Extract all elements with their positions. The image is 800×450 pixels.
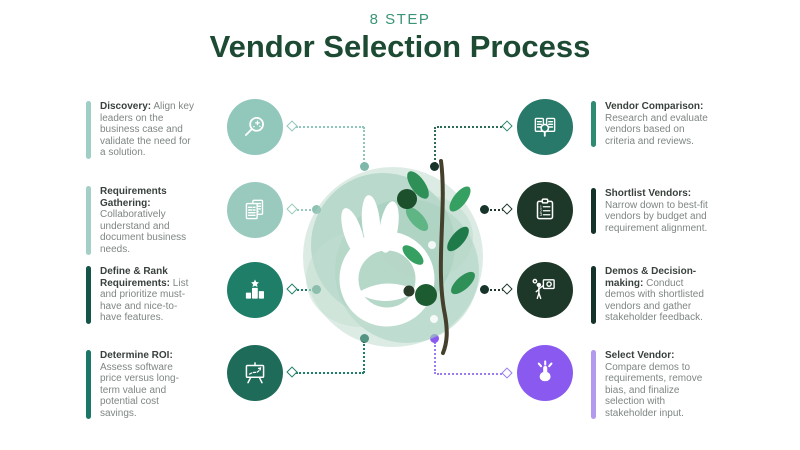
connector-diamond — [501, 283, 513, 295]
step-determine-roi: Determine ROI: Assess software price ver… — [86, 350, 196, 419]
connector-dot — [430, 162, 439, 171]
step-title: Demos & Decision-making: — [605, 266, 697, 289]
accent-bar — [591, 266, 596, 324]
accent-bar — [86, 350, 91, 419]
svg-text:1: 1 — [540, 204, 543, 209]
step-body: Compare demos to requirements, remove bi… — [605, 361, 703, 419]
step-body: Narrow down to best-fit vendors by budge… — [605, 199, 708, 234]
ok-hand-olive-branch-illustration — [295, 147, 500, 362]
page-title: Vendor Selection Process — [209, 29, 591, 64]
step-title: Determine ROI: — [100, 350, 173, 361]
step-text: Requirements Gathering: Collaboratively … — [100, 186, 188, 255]
accent-bar — [591, 188, 596, 234]
step-title: Define & Rank Requirements: — [100, 266, 171, 289]
accent-bar — [86, 101, 91, 159]
step-text: Select Vendor: Compare demos to requirem… — [605, 350, 713, 419]
documents-icon — [227, 182, 283, 238]
connector-dot — [312, 205, 321, 214]
step-requirements-gathering: Requirements Gathering: Collaboratively … — [86, 186, 188, 255]
connector-dot — [480, 205, 489, 214]
step-text: Determine ROI: Assess software price ver… — [100, 350, 196, 419]
accent-bar — [591, 350, 596, 419]
step-shortlist-vendors: Shortlist Vendors: Narrow down to best-f… — [591, 188, 713, 234]
connector-line — [437, 126, 505, 128]
connector-line — [490, 289, 504, 291]
step-demos-decision-making: Demos & Decision-making: Conduct demos w… — [591, 266, 713, 324]
step-body: Conduct demos with shortlisted vendors a… — [605, 277, 704, 324]
kicker-text: 8 STEP — [369, 11, 431, 28]
clipboard-list-icon: 1 2 3 — [517, 182, 573, 238]
step-text: Demos & Decision-making: Conduct demos w… — [605, 266, 713, 324]
connector-dot — [360, 162, 369, 171]
connector-line — [490, 209, 504, 211]
step-text: Vendor Comparison: Research and evaluate… — [605, 101, 713, 147]
svg-text:3: 3 — [540, 212, 543, 217]
connector-diamond — [501, 203, 513, 215]
step-title: Discovery: — [100, 101, 152, 112]
step-body: Research and evaluate vendors based on c… — [605, 112, 708, 147]
connector-diamond — [286, 120, 298, 132]
accent-bar — [591, 101, 596, 147]
step-title: Requirements Gathering: — [100, 186, 167, 209]
connector-line — [363, 127, 365, 164]
presentation-chart-icon — [227, 345, 283, 401]
step-text: Define & Rank Requirements: List and pri… — [100, 266, 196, 324]
step-body: Align key leaders on the business case a… — [100, 101, 194, 158]
magnifier-icon — [227, 99, 283, 155]
connector-diamond — [286, 366, 298, 378]
step-define-rank-requirements: Define & Rank Requirements: List and pri… — [86, 266, 196, 324]
connector-line — [437, 373, 505, 375]
connector-line — [296, 126, 364, 128]
step-text: Discovery: Align key leaders on the busi… — [100, 101, 196, 159]
accent-bar — [86, 186, 91, 255]
connector-line — [434, 127, 436, 164]
connector-line — [434, 342, 436, 374]
step-select-vendor: Select Vendor: Compare demos to requirem… — [591, 350, 713, 419]
compare-documents-icon — [517, 99, 573, 155]
connector-line — [296, 372, 364, 374]
connector-line — [297, 209, 311, 211]
presenter-icon — [517, 262, 573, 318]
step-body: Assess software price versus long-term v… — [100, 361, 179, 419]
connector-line — [363, 341, 365, 373]
click-hand-icon — [517, 345, 573, 401]
step-body: List and prioritize must-have and nice-t… — [100, 277, 189, 324]
accent-bar — [86, 266, 91, 324]
step-text: Shortlist Vendors: Narrow down to best-f… — [605, 188, 713, 234]
step-title: Select Vendor: — [605, 350, 675, 361]
connector-diamond — [501, 120, 513, 132]
connector-dot — [480, 285, 489, 294]
step-body: Collaboratively understand and document … — [100, 209, 187, 255]
step-title: Vendor Comparison: — [605, 101, 704, 112]
connector-dot — [360, 334, 369, 343]
step-vendor-comparison: Vendor Comparison: Research and evaluate… — [591, 101, 713, 147]
step-title: Shortlist Vendors: — [605, 188, 692, 199]
svg-text:2: 2 — [540, 208, 543, 213]
podium-star-icon — [227, 262, 283, 318]
connector-dot — [430, 334, 439, 343]
step-discovery: Discovery: Align key leaders on the busi… — [86, 101, 196, 159]
connector-diamond — [501, 367, 513, 379]
connector-line — [297, 289, 311, 291]
